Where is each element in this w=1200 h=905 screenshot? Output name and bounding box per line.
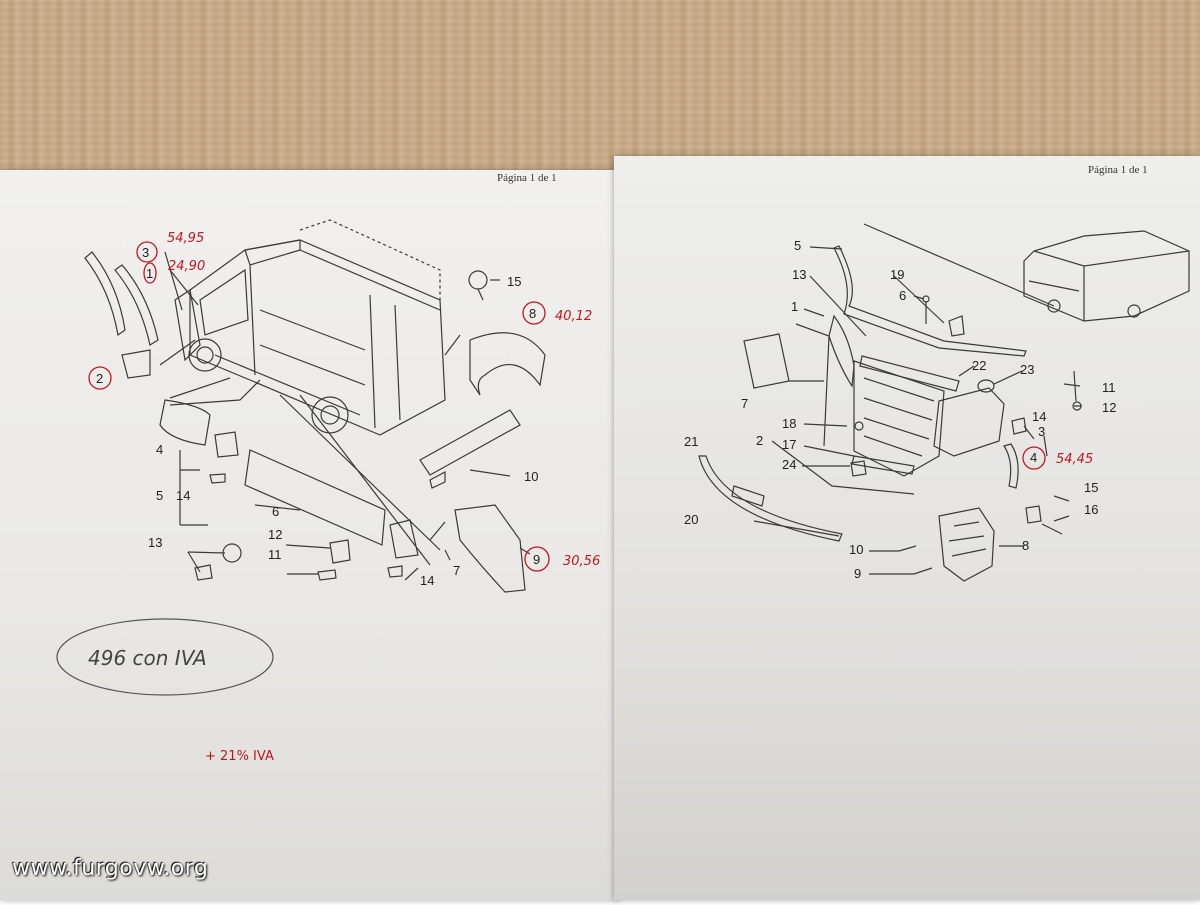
callout-7: 7 bbox=[453, 563, 460, 578]
callout-r5: 5 bbox=[794, 238, 801, 253]
callout-2: 2 bbox=[96, 371, 103, 386]
callout-r10: 10 bbox=[849, 542, 863, 557]
callout-r22: 22 bbox=[972, 358, 986, 373]
price-part-9: 30,56 bbox=[563, 554, 600, 569]
callout-r20: 20 bbox=[684, 512, 698, 527]
page-label-left: Página 1 de 1 bbox=[497, 172, 557, 184]
right-exploded-diagram: 5 13 1 19 6 22 23 11 12 14 3 7 18 2 17 2… bbox=[684, 223, 1190, 582]
van-illustration bbox=[174, 219, 446, 436]
callout-14b: 14 bbox=[420, 573, 434, 588]
callout-3: 3 bbox=[142, 245, 149, 260]
callout-r3: 3 bbox=[1038, 424, 1045, 439]
callout-13: 13 bbox=[148, 535, 162, 550]
callout-r18: 18 bbox=[782, 416, 796, 431]
callout-r15: 15 bbox=[1084, 480, 1098, 495]
callout-15: 15 bbox=[507, 274, 521, 289]
pencil-oval bbox=[56, 618, 274, 696]
right-parts-sheet: Página 1 de 1 bbox=[614, 156, 1200, 900]
callout-r21: 21 bbox=[684, 434, 698, 449]
callout-8: 8 bbox=[529, 306, 536, 321]
callout-11: 11 bbox=[268, 547, 282, 562]
callout-r16: 16 bbox=[1084, 502, 1098, 517]
callout-r19: 19 bbox=[890, 267, 904, 282]
callout-5: 5 bbox=[156, 488, 163, 503]
pencil-total-note: 496 con IVA bbox=[88, 646, 207, 670]
callout-1: 1 bbox=[146, 266, 153, 281]
callout-r8: 8 bbox=[1022, 538, 1029, 553]
small-van-illustration bbox=[1023, 230, 1190, 322]
callout-r6: 6 bbox=[899, 288, 906, 303]
left-exploded-diagram: 3 1 2 4 5 14 6 12 11 13 14 7 15 8 10 9 5… bbox=[56, 219, 600, 764]
callout-12: 12 bbox=[268, 527, 282, 542]
callout-r4: 4 bbox=[1030, 450, 1037, 465]
callout-r14: 14 bbox=[1032, 409, 1046, 424]
callout-14a: 14 bbox=[176, 488, 190, 503]
callout-r24: 24 bbox=[782, 457, 796, 472]
red-circle-part-4 bbox=[1022, 446, 1046, 470]
callout-10: 10 bbox=[524, 469, 538, 484]
callout-r11: 11 bbox=[1102, 380, 1116, 395]
price-part-1: 24,90 bbox=[168, 259, 205, 274]
right-callout-numbers: 5 13 1 19 6 22 23 11 12 14 3 7 18 2 17 2… bbox=[684, 238, 1116, 581]
page-label-right: Página 1 de 1 bbox=[1088, 164, 1148, 176]
left-callout-numbers: 3 1 2 4 5 14 6 12 11 13 14 7 15 8 10 9 bbox=[96, 245, 540, 588]
callout-r13: 13 bbox=[792, 267, 806, 282]
tax-note: + 21% IVA bbox=[205, 749, 274, 764]
red-circle-marks bbox=[88, 241, 550, 572]
callout-r17: 17 bbox=[782, 437, 796, 452]
callout-r7: 7 bbox=[741, 396, 748, 411]
price-part-r4: 54,45 bbox=[1056, 452, 1093, 467]
callout-9: 9 bbox=[533, 552, 540, 567]
callout-r9: 9 bbox=[854, 566, 861, 581]
price-part-8: 40,12 bbox=[555, 309, 592, 324]
callout-4: 4 bbox=[156, 442, 163, 457]
callout-r2: 2 bbox=[756, 433, 763, 448]
callout-r23: 23 bbox=[1020, 362, 1034, 377]
price-part-3: 54,95 bbox=[167, 231, 204, 246]
callout-6: 6 bbox=[272, 504, 279, 519]
site-watermark: www.furgovw.org bbox=[12, 856, 209, 881]
left-parts-sheet: Página 1 de 1 bbox=[0, 170, 620, 900]
callout-r12: 12 bbox=[1102, 400, 1116, 415]
callout-r1: 1 bbox=[791, 299, 798, 314]
